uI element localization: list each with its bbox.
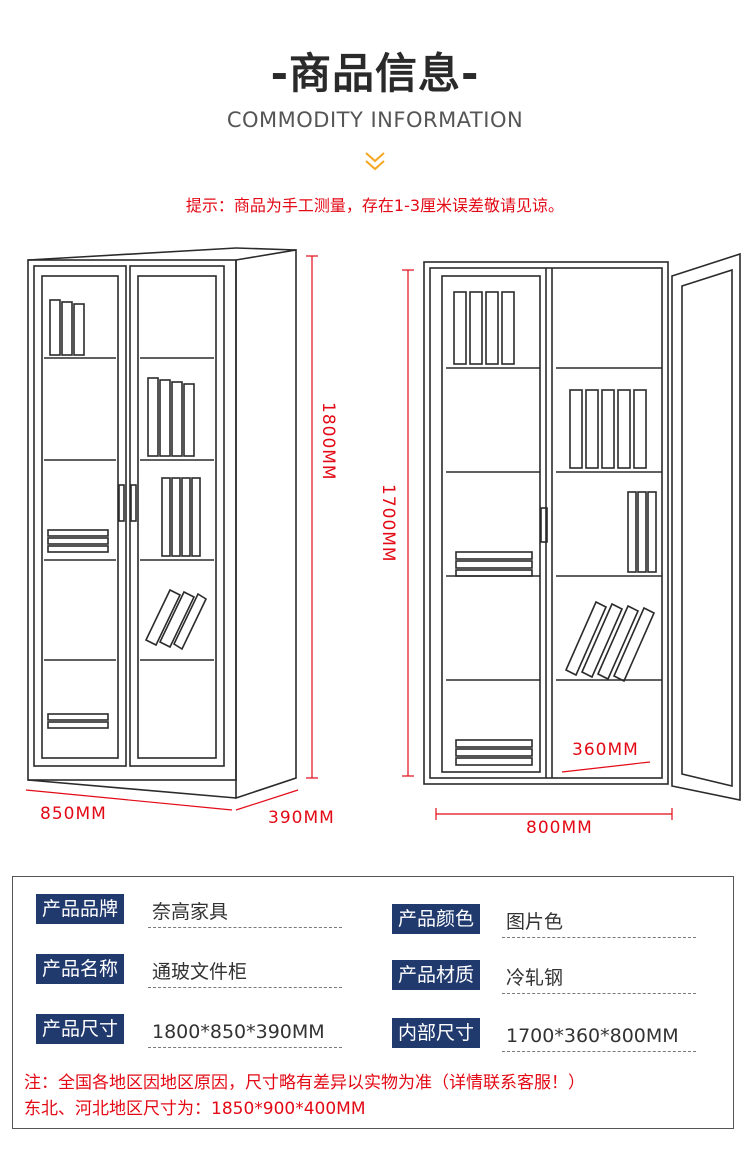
spec-label-material: 产品材质 [392,960,481,990]
spec-label-size: 产品尺寸 [36,1014,125,1044]
left-dimension-lines [25,255,318,811]
spec-label-name: 产品名称 [36,954,125,984]
spec-label-inner-size: 内部尺寸 [392,1018,481,1048]
spec-value-size: 1800*850*390MM [148,1020,342,1048]
spec-value-material: 冷轧钢 [502,966,696,994]
spec-value-inner-size: 1700*360*800MM [502,1024,696,1052]
section-title: -商品信息- [270,49,480,98]
left-width-label: 850MM [40,804,107,824]
northeast-size-note: 东北、河北地区尺寸为：1850*900*400MM [24,1099,366,1119]
double-chevron-down-icon [365,152,385,171]
spec-label-color: 产品颜色 [392,904,481,934]
right-width-label: 800MM [526,818,593,838]
left-depth-label: 390MM [268,808,335,828]
spec-value-brand: 奈高家具 [148,900,342,928]
measurement-tip: 提示：商品为手工测量，存在1-3厘米误差敬请见谅。 [185,196,565,215]
spec-panel [12,876,734,1129]
right-depth-label: 360MM [572,740,639,760]
closed-cabinet-illustration [27,247,297,800]
spec-value-name: 通玻文件柜 [148,960,342,988]
right-height-label: 1700MM [378,484,398,563]
spec-label-brand: 产品品牌 [36,894,125,924]
spec-value-color: 图片色 [502,910,696,938]
regional-size-note: 注：全国各地区因地区原因，尺寸略有差异以实物为准（详情联系客服！） [24,1073,585,1093]
left-height-label: 1800MM [318,402,338,481]
open-cabinet-illustration [423,252,741,801]
right-dimension-lines [402,269,673,820]
cabinet-drawing [25,247,741,820]
section-subtitle: COMMODITY INFORMATION [226,108,524,132]
